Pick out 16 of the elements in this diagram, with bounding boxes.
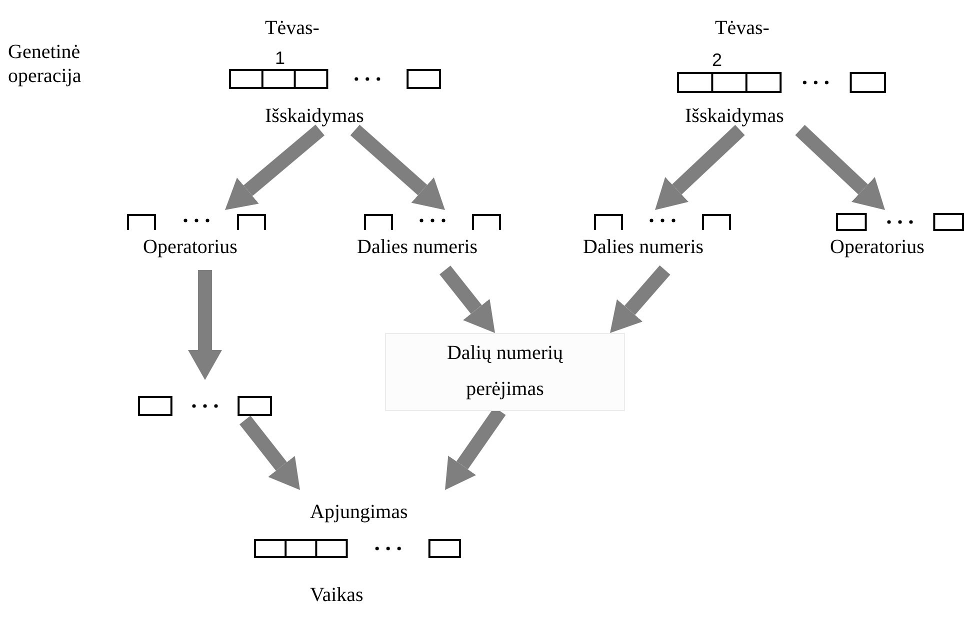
node-label: Tėvas- [715,16,770,40]
node-label: Dalies numeris [357,235,478,259]
node-label: Išskaidymas [685,104,784,128]
parent-number: 2 [712,49,722,72]
parent-number: 1 [275,47,286,70]
node-label: Operatorius [143,235,238,259]
arrow [188,270,222,380]
node-label: Apjungimas [310,500,408,524]
node-label: Dalių numerių perėjimas [446,341,564,402]
node-label: Tėvas- [265,16,320,40]
node-label: Dalies numeris [583,235,704,259]
node-label: Išskaidymas [265,104,364,128]
text-panel [385,333,625,411]
side-label: Genetinė operacija [8,40,82,88]
node-label: Operatorius [830,235,924,259]
node-label: Vaikas [310,583,364,607]
